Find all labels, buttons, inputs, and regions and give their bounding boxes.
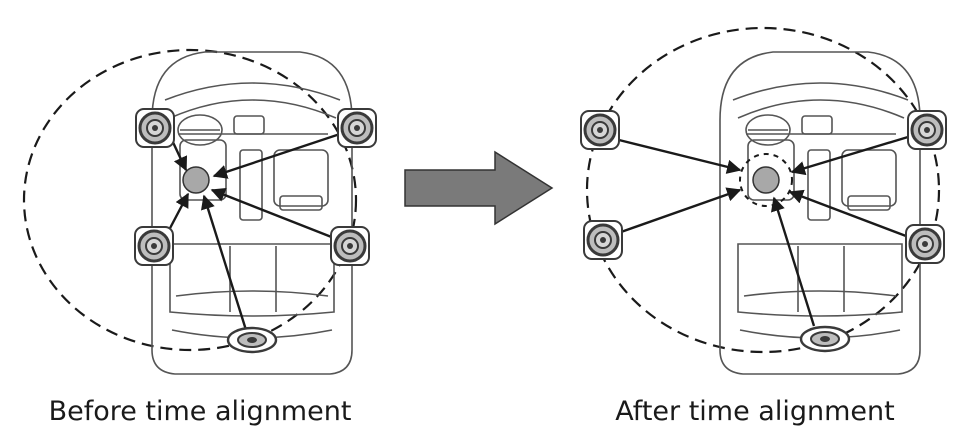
- delay-arrow: [210, 188, 335, 240]
- delay-arrow: [620, 187, 742, 234]
- delay-arrow: [166, 192, 190, 233]
- delay-arrow: [788, 189, 907, 238]
- front-right-speaker: [337, 108, 377, 148]
- delay-arrow: [212, 132, 341, 179]
- delay-arrow: [201, 194, 248, 331]
- rear-left-speaker: [583, 220, 623, 260]
- listener-head-icon: [182, 166, 210, 194]
- speaker-dustcap: [600, 237, 606, 243]
- speaker-dustcap: [924, 127, 930, 133]
- car-outline: [151, 51, 353, 375]
- delay-arrow: [790, 135, 909, 176]
- car-outline: [719, 51, 921, 375]
- rear-left-speaker: [134, 226, 174, 266]
- subwoofer-speaker: [799, 325, 851, 353]
- listener-head-icon: [752, 166, 780, 194]
- front-left-speaker: [580, 110, 620, 150]
- before-panel: [22, 48, 377, 375]
- before-caption: Before time alignment: [48, 396, 352, 427]
- listening-area-circle: [22, 48, 358, 352]
- speaker-dustcap: [347, 243, 353, 249]
- aligned-focus-circle: [739, 153, 793, 207]
- after-caption: After time alignment: [615, 396, 895, 427]
- speaker-dustcap: [247, 337, 257, 343]
- listening-area-circle: [585, 26, 941, 354]
- speaker-dustcap: [151, 243, 157, 249]
- front-left-speaker: [135, 108, 175, 148]
- rear-right-speaker: [330, 226, 370, 266]
- speaker-dustcap: [597, 127, 603, 133]
- speaker-dustcap: [354, 125, 360, 131]
- after-panel: [580, 26, 947, 375]
- speaker-dustcap: [152, 125, 158, 131]
- front-right-speaker: [907, 110, 947, 150]
- right-arrow-icon: [404, 150, 554, 226]
- delay-arrow: [618, 138, 742, 174]
- speaker-dustcap: [922, 241, 928, 247]
- rear-right-speaker: [905, 224, 945, 264]
- speaker-dustcap: [820, 336, 830, 342]
- delay-arrow: [770, 196, 816, 327]
- subwoofer-speaker: [226, 326, 278, 354]
